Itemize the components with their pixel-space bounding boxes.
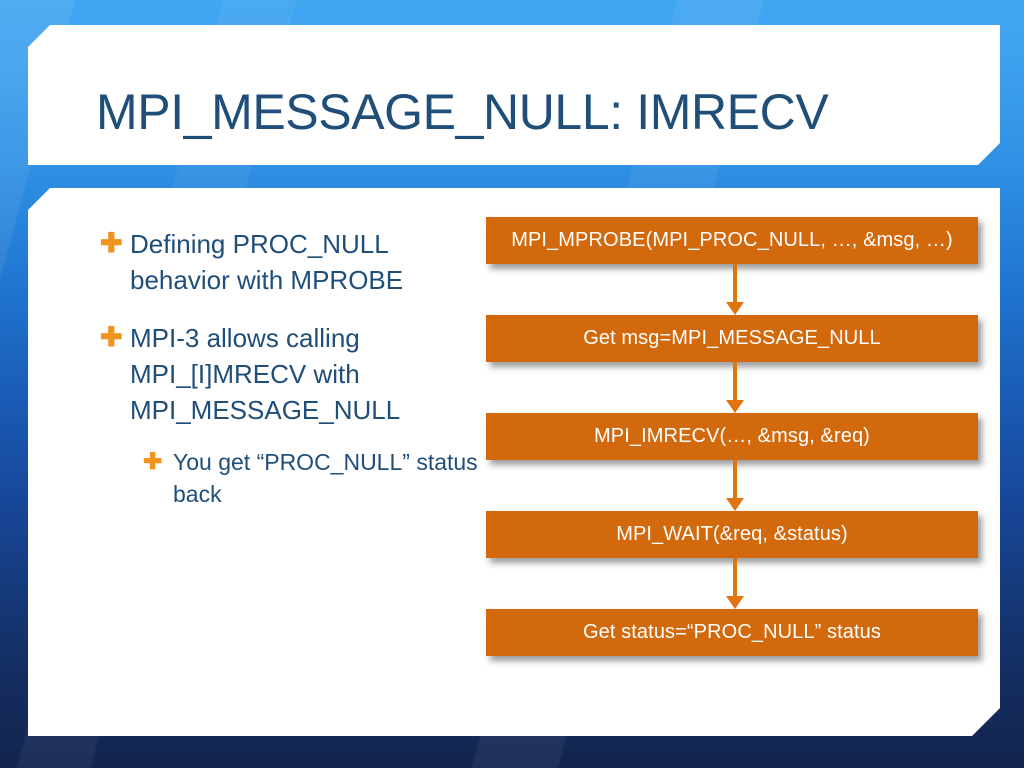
flow-arrow-2: [486, 362, 978, 413]
arrow-head-down-icon: [726, 596, 744, 609]
flow-step-5: Get status=“PROC_NULL” status: [486, 609, 978, 656]
flow-step-3: MPI_IMRECV(…, &msg, &req): [486, 413, 978, 460]
title-card: MPI_MESSAGE_NULL: IMRECV: [28, 25, 1000, 165]
flow-step-2: Get msg=MPI_MESSAGE_NULL: [486, 315, 978, 362]
plus-bullet-icon: ✚: [143, 448, 163, 474]
list-item-label: MPI-3 allows calling MPI_[I]MRECV with M…: [130, 323, 401, 425]
arrow-stem: [733, 558, 737, 598]
arrow-stem: [733, 264, 737, 304]
flow-step-2-label: Get msg=MPI_MESSAGE_NULL: [583, 327, 881, 349]
flow-arrow-4: [486, 558, 978, 609]
flow-step-1-label: MPI_MPROBE(MPI_PROC_NULL, …, &msg, …): [511, 229, 953, 251]
list-item-label: Defining PROC_NULL behavior with MPROBE: [130, 229, 404, 295]
flow-step-4: MPI_WAIT(&req, &status): [486, 511, 978, 558]
list-item: ✚ Defining PROC_NULL behavior with MPROB…: [100, 226, 480, 298]
list-item-sub-label: You get “PROC_NULL” status back: [173, 449, 478, 507]
arrow-stem: [733, 460, 737, 500]
list-item: ✚ MPI-3 allows calling MPI_[I]MRECV with…: [100, 320, 480, 428]
content-card: ✚ Defining PROC_NULL behavior with MPROB…: [28, 188, 1000, 736]
arrow-head-down-icon: [726, 302, 744, 315]
flow-step-3-label: MPI_IMRECV(…, &msg, &req): [594, 425, 870, 447]
flow-arrow-1: [486, 264, 978, 315]
arrow-head-down-icon: [726, 498, 744, 511]
flow-arrow-3: [486, 460, 978, 511]
plus-bullet-icon: ✚: [100, 322, 123, 352]
bullet-list: ✚ Defining PROC_NULL behavior with MPROB…: [100, 226, 480, 524]
list-item-sub: ✚ You get “PROC_NULL” status back: [143, 446, 480, 510]
flow-step-5-label: Get status=“PROC_NULL” status: [582, 621, 881, 643]
arrow-head-down-icon: [726, 400, 744, 413]
flow-diagram: MPI_MPROBE(MPI_PROC_NULL, …, &msg, …) Ge…: [486, 217, 986, 656]
flow-step-1: MPI_MPROBE(MPI_PROC_NULL, …, &msg, …): [486, 217, 978, 264]
arrow-stem: [733, 362, 737, 402]
flow-step-4-label: MPI_WAIT(&req, &status): [616, 523, 848, 545]
plus-bullet-icon: ✚: [100, 228, 123, 258]
page-title: MPI_MESSAGE_NULL: IMRECV: [96, 84, 829, 140]
